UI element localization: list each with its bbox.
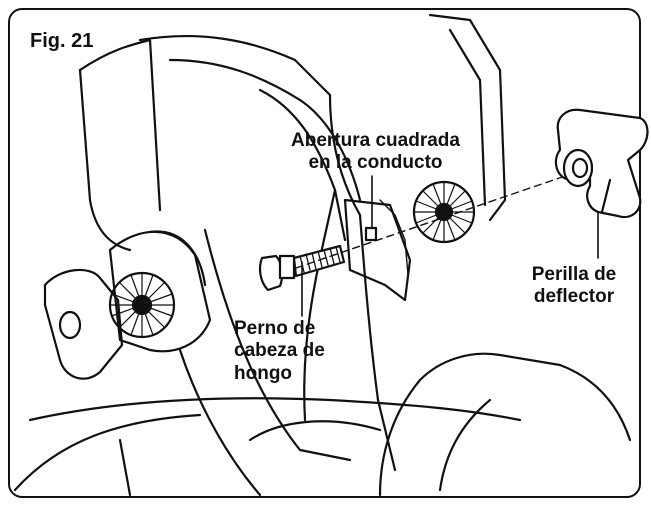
left-lock-washer bbox=[108, 271, 176, 339]
callout-square-opening: Abertura cuadrada en la conducto bbox=[291, 130, 460, 174]
callout-deflector-knob: Perilla de deflector bbox=[531, 264, 617, 308]
chute-plate bbox=[343, 198, 412, 302]
assembly-axis bbox=[295, 159, 613, 269]
callout-carriage-bolt: Perno de cabeza de hongo bbox=[234, 318, 325, 384]
left-bracket bbox=[108, 230, 212, 353]
carriage-bolt bbox=[258, 244, 346, 292]
left-knob bbox=[43, 268, 124, 380]
deflector-knob bbox=[554, 108, 649, 219]
right-lock-washer bbox=[412, 180, 476, 244]
figure-label: Fig. 21 bbox=[30, 30, 94, 52]
figure-border bbox=[8, 8, 641, 498]
leader-lines bbox=[301, 175, 599, 317]
chute-body bbox=[13, 13, 632, 497]
